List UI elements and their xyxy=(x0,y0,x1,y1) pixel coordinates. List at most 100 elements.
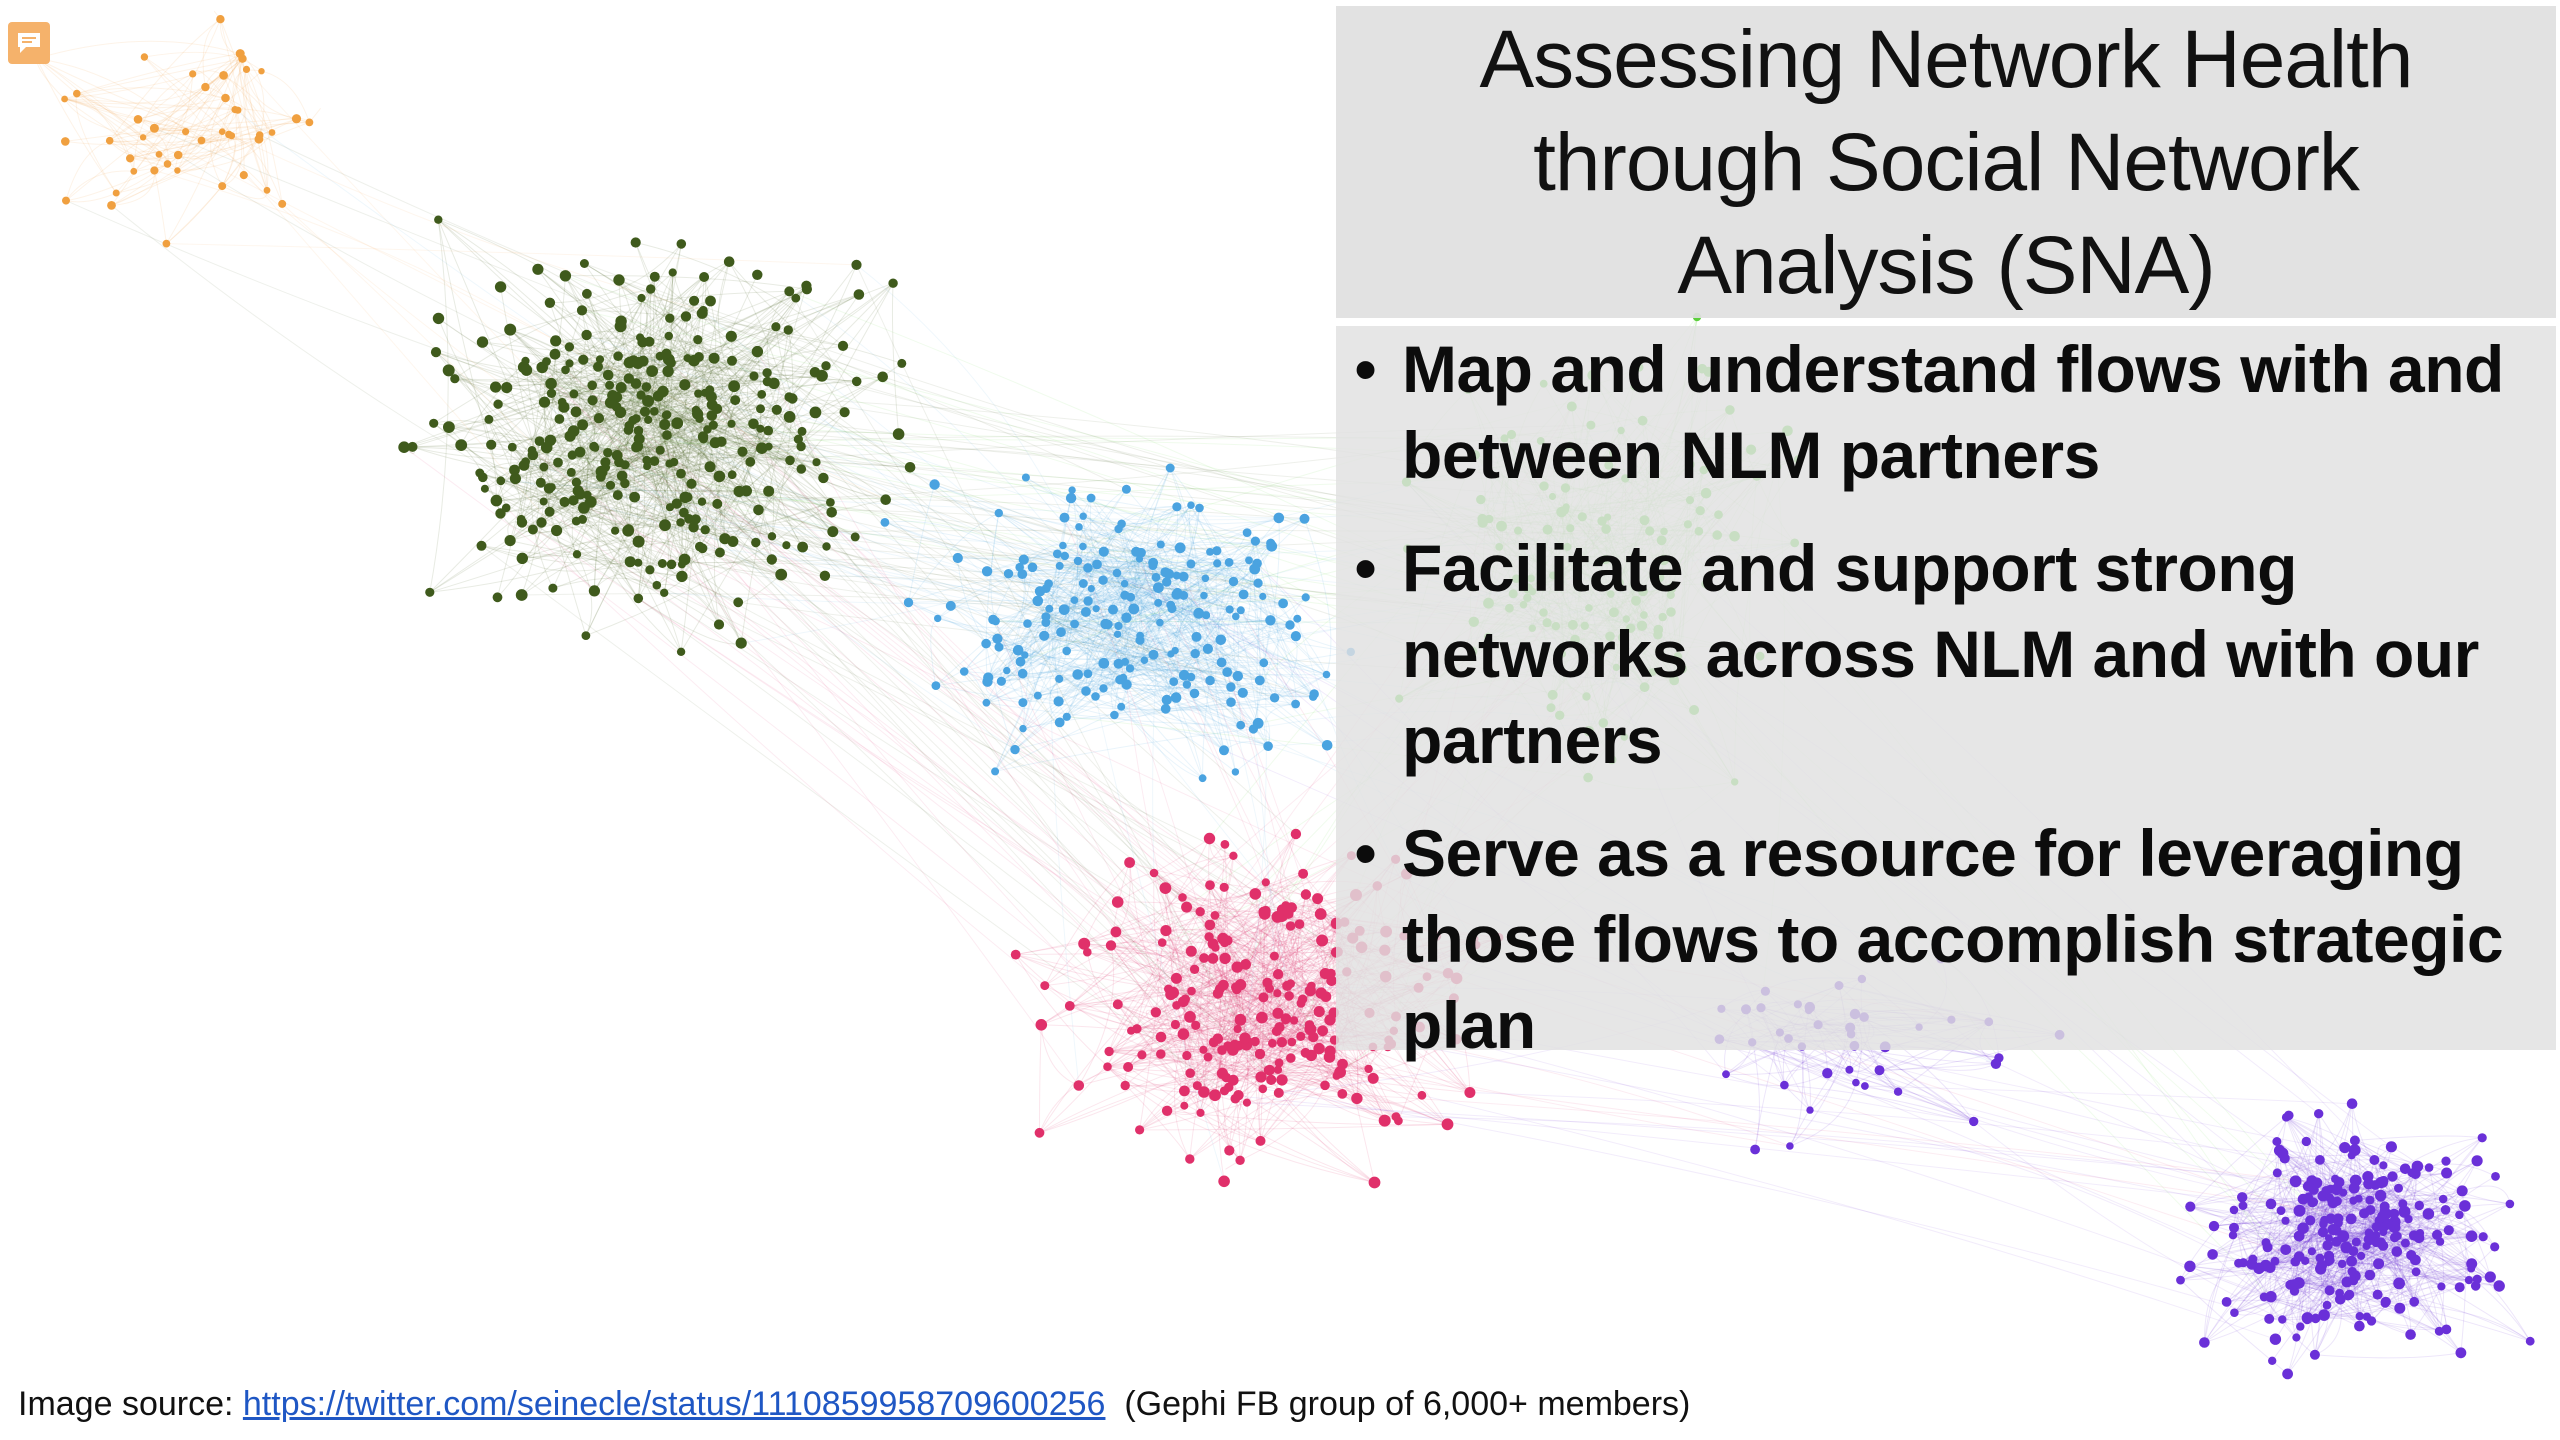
network-edge xyxy=(543,370,669,502)
network-node xyxy=(1121,484,1131,494)
network-edge xyxy=(1240,609,1327,676)
network-node xyxy=(714,547,725,558)
network-edge xyxy=(1121,523,1197,638)
network-node xyxy=(1198,1086,1210,1098)
network-edge xyxy=(1118,528,1170,575)
network-edge xyxy=(617,494,682,652)
network-node xyxy=(2355,1312,2364,1321)
network-node xyxy=(666,559,677,570)
network-edge xyxy=(598,404,713,421)
network-edge xyxy=(550,438,704,450)
network-edge xyxy=(514,469,663,564)
network-node xyxy=(478,472,488,483)
network-node xyxy=(430,347,442,358)
network-node xyxy=(434,215,443,224)
network-edge xyxy=(607,431,899,454)
network-node xyxy=(2325,1193,2335,1203)
network-node xyxy=(1105,940,1117,951)
network-node xyxy=(2315,1155,2325,1165)
network-edge xyxy=(633,360,646,498)
network-node xyxy=(2319,1219,2328,1229)
network-node xyxy=(727,536,739,547)
network-edge xyxy=(669,317,831,503)
network-node xyxy=(994,642,1004,652)
bullet-box: • Map and understand flows with and betw… xyxy=(1336,326,2556,1062)
network-edge xyxy=(1085,687,1232,703)
network-edge xyxy=(65,118,297,142)
network-edge xyxy=(593,418,637,591)
network-node xyxy=(218,182,227,191)
network-edge xyxy=(728,261,858,382)
network-edge xyxy=(986,635,1045,704)
network-edge xyxy=(1139,631,1221,641)
network-edge xyxy=(1254,568,1276,699)
network-node xyxy=(155,151,163,158)
network-node xyxy=(578,502,590,514)
network-node xyxy=(727,355,737,366)
network-node xyxy=(1256,1011,1268,1024)
network-edge xyxy=(1039,1024,1042,1133)
network-edge xyxy=(1039,590,1199,614)
comment-icon[interactable] xyxy=(8,22,50,64)
network-node xyxy=(1273,512,1285,524)
network-node xyxy=(1290,828,1302,840)
network-edge xyxy=(76,58,243,95)
network-edge xyxy=(228,133,283,205)
network-edge xyxy=(438,219,736,401)
network-node xyxy=(2307,1247,2316,1256)
network-node xyxy=(1231,768,1240,776)
network-node xyxy=(2455,1210,2464,1220)
network-node xyxy=(2441,1167,2453,1179)
network-edge xyxy=(64,97,226,109)
network-edge xyxy=(223,75,245,176)
network-edge xyxy=(697,339,763,449)
network-node xyxy=(2339,1142,2351,1154)
network-edge xyxy=(548,488,595,592)
network-edge xyxy=(1044,635,1171,656)
network-node xyxy=(2455,1347,2467,1359)
network-edge xyxy=(1113,661,1126,716)
network-node xyxy=(728,380,740,393)
network-edge xyxy=(684,384,733,476)
network-node xyxy=(2387,1171,2398,1182)
network-node xyxy=(756,404,765,414)
network-node xyxy=(665,357,676,368)
network-node xyxy=(2491,1172,2500,1181)
network-node xyxy=(704,461,716,473)
network-edge xyxy=(1183,576,1263,597)
network-node xyxy=(816,369,828,382)
network-node xyxy=(2362,1312,2372,1321)
network-node xyxy=(1322,670,1331,679)
network-node xyxy=(596,471,606,482)
network-edge xyxy=(144,51,262,72)
network-edge xyxy=(1085,573,1170,692)
network-node xyxy=(1080,607,1091,617)
network-edge xyxy=(732,365,827,542)
network-node xyxy=(2364,1228,2374,1238)
network-node xyxy=(1806,1106,1814,1114)
network-node xyxy=(2349,1135,2360,1146)
network-edge xyxy=(412,446,618,460)
network-edge xyxy=(495,360,733,388)
network-edge xyxy=(2354,1135,2483,1141)
network-node xyxy=(903,597,914,608)
network-edge xyxy=(1124,577,1159,604)
network-edge xyxy=(460,360,526,446)
network-node xyxy=(671,417,684,430)
network-node xyxy=(1110,710,1119,720)
network-node xyxy=(1181,901,1193,913)
network-node xyxy=(1248,724,1258,734)
network-node xyxy=(1180,994,1190,1004)
network-edge xyxy=(593,418,700,592)
network-node xyxy=(785,455,795,466)
network-node xyxy=(582,288,592,299)
network-edge xyxy=(1169,467,1232,688)
network-node xyxy=(679,379,691,391)
network-node xyxy=(112,189,120,197)
network-node xyxy=(2411,1267,2421,1277)
network-node xyxy=(1019,724,1027,733)
network-node xyxy=(1112,568,1122,578)
network-edge xyxy=(540,285,807,484)
network-node xyxy=(2333,1177,2345,1188)
source-link[interactable]: https://twitter.com/seinecle/status/1110… xyxy=(242,1385,1106,1423)
